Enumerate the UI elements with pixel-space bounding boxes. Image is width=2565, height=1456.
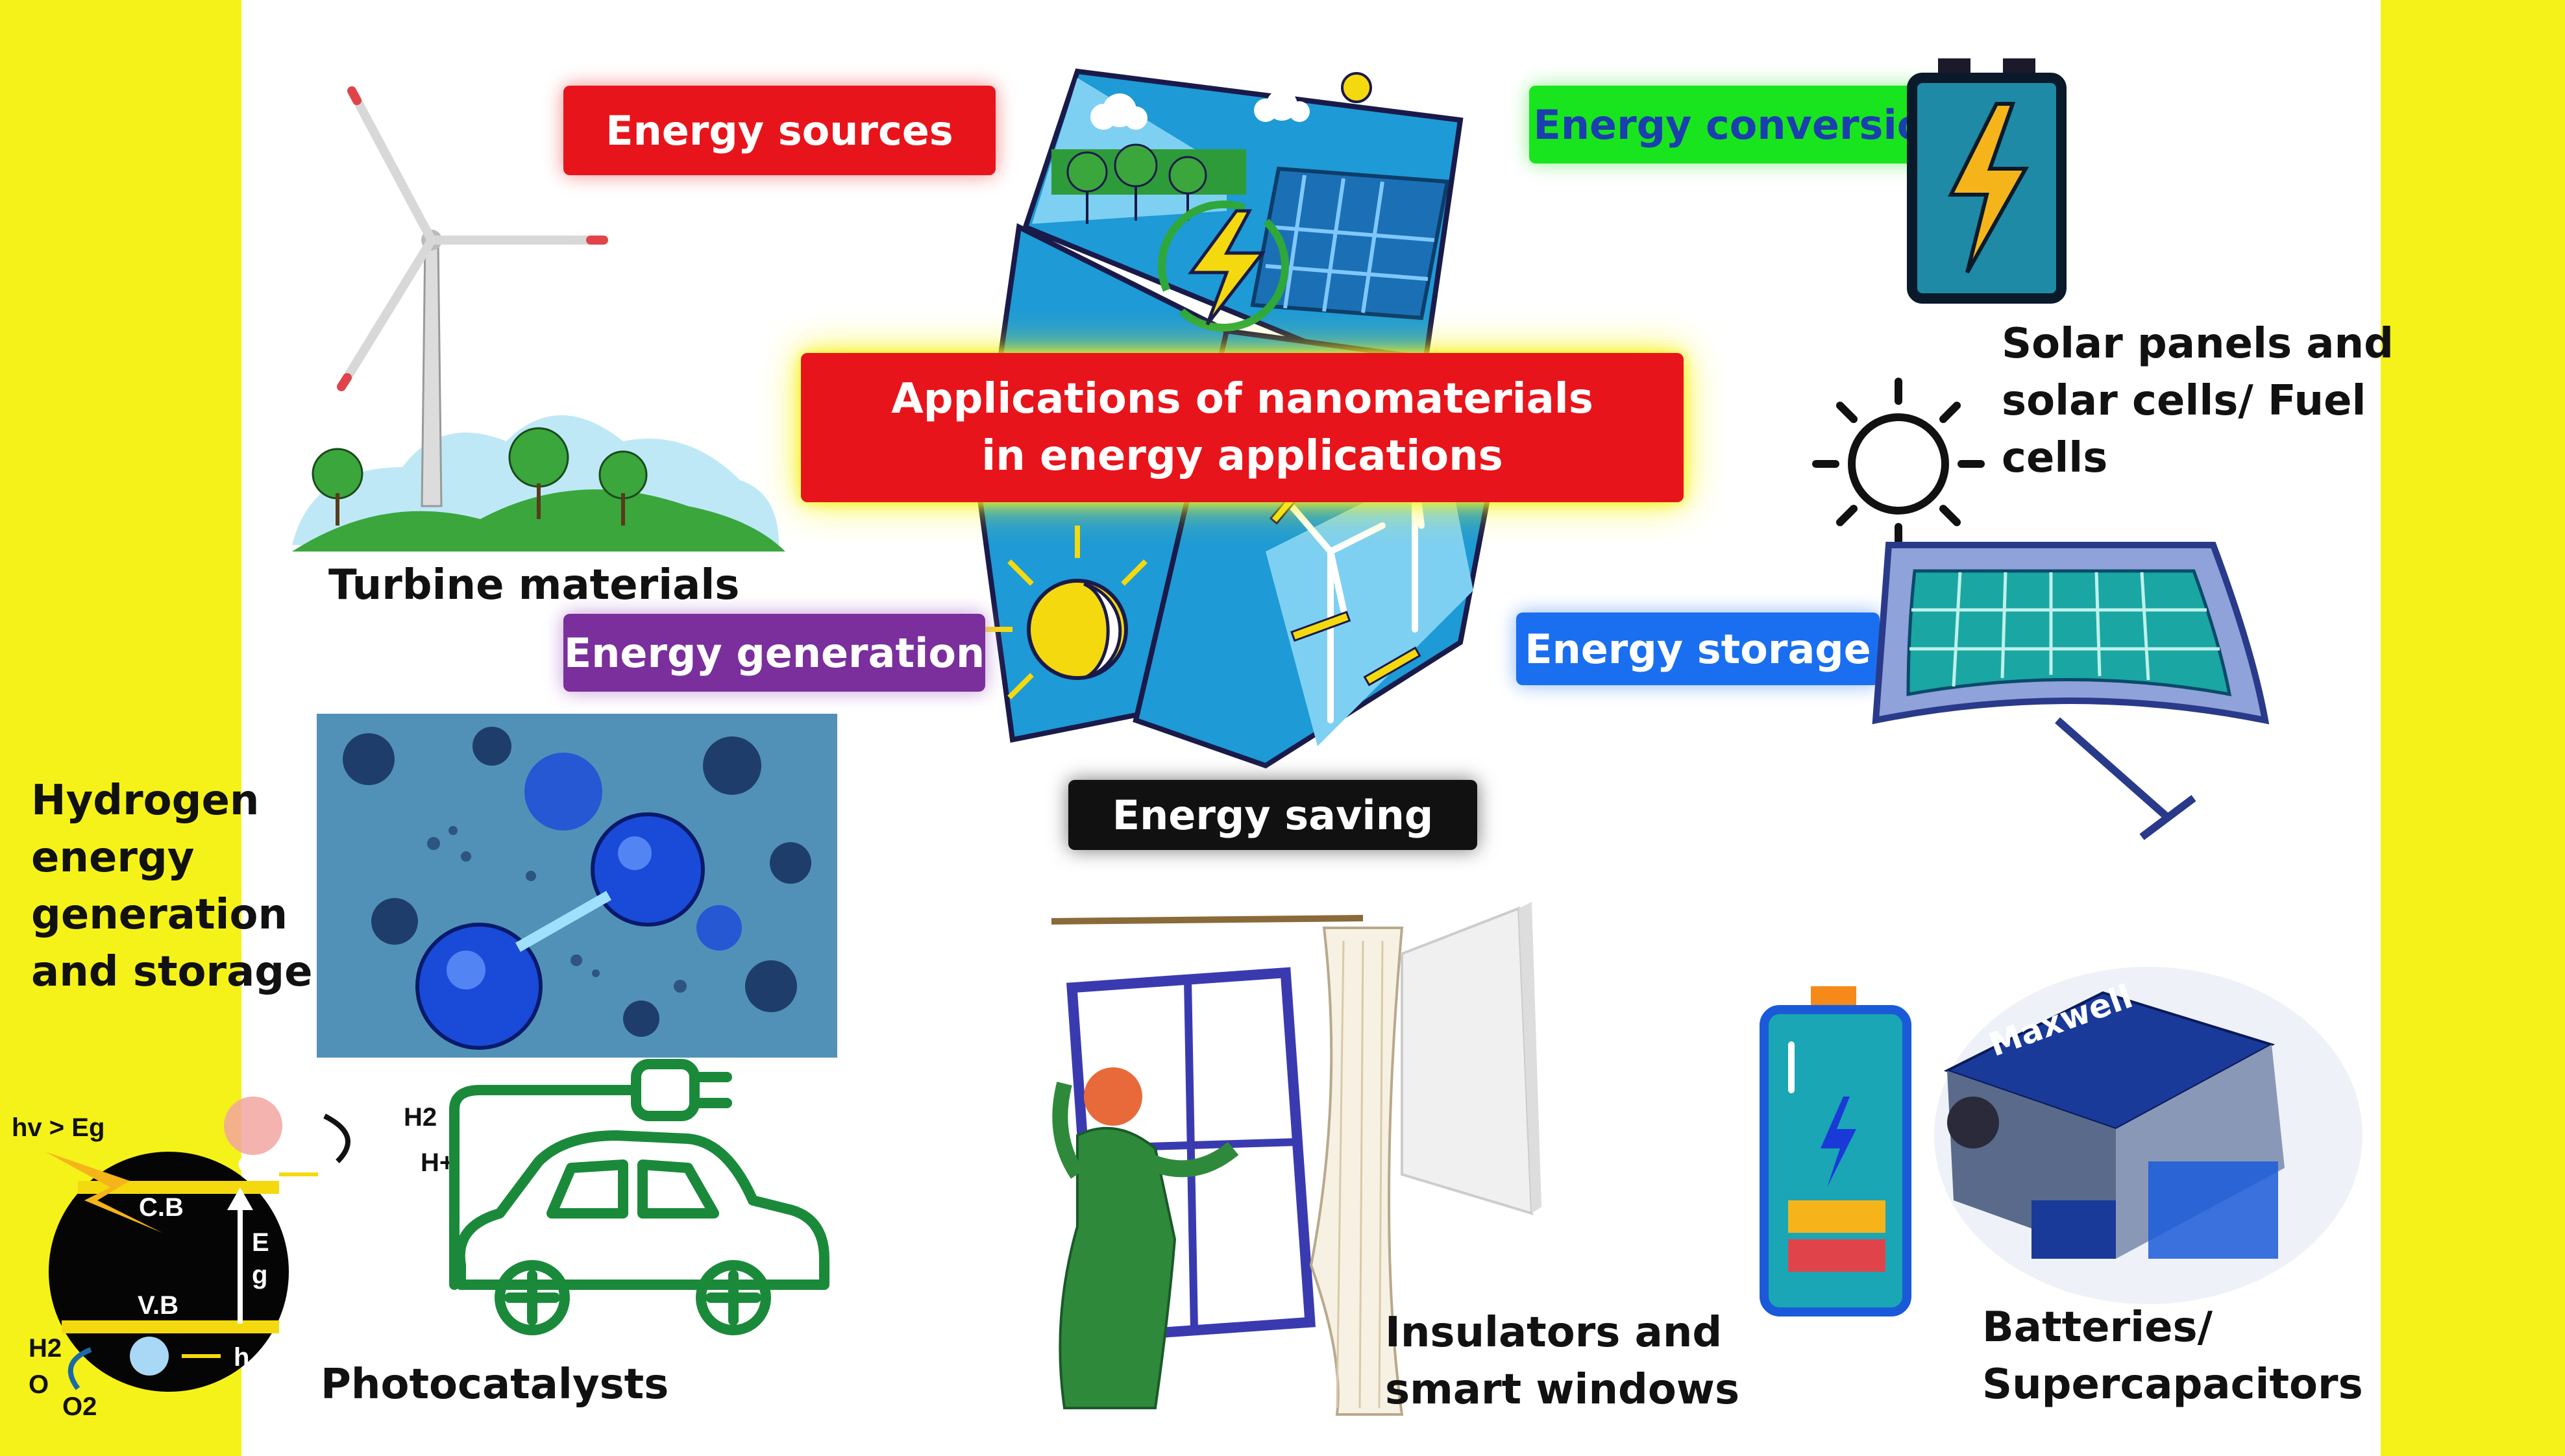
h2-top-label: H2: [404, 1103, 437, 1132]
supercapacitor-module-image: [1934, 967, 2362, 1304]
vb-label: V.B: [138, 1291, 179, 1320]
energy-conversion-badge: Energy conversion: [1529, 86, 1958, 164]
turbine-materials-label: Turbine materials: [328, 561, 740, 609]
insulators-label-line2: smart windows: [1385, 1366, 1740, 1414]
wind-turbine-illustration: [292, 86, 785, 552]
eg-label: E g: [252, 1228, 269, 1289]
cb-label: C.B: [139, 1193, 184, 1222]
e-label: e: [238, 1148, 252, 1177]
hydrogen-label-line4: and storage: [31, 948, 313, 996]
energy-generation-label: Energy generation: [563, 629, 985, 677]
hydrogen-label-line2: energy: [31, 834, 195, 882]
photocatalyst-diagram: [45, 1097, 350, 1392]
battery-charge-icon: [1760, 986, 1911, 1316]
hv-label: hv > Eg: [12, 1113, 105, 1142]
energy-conversion-label: Energy conversion: [1533, 101, 1954, 149]
energy-saving-label: Energy saving: [1112, 791, 1434, 839]
solar-panel-illustration: [1872, 542, 2270, 840]
h-plus-label: H+: [421, 1148, 455, 1177]
hydrogen-label-line1: Hydrogen: [31, 777, 260, 825]
energy-generation-badge: Energy generation: [563, 614, 985, 692]
battery-bolt-icon: [1907, 58, 2067, 304]
electric-car-icon: [449, 1059, 829, 1335]
solar-label-line2: solar cells/ Fuel: [2002, 377, 2366, 425]
energy-saving-badge: Energy saving: [1068, 780, 1477, 850]
energy-storage-badge: Energy storage: [1516, 613, 1880, 685]
energy-sources-badge: Energy sources: [563, 86, 996, 175]
h-label: h: [234, 1343, 250, 1372]
solar-label-line1: Solar panels and: [2002, 320, 2394, 368]
photocatalysts-label: Photocatalysts: [321, 1361, 669, 1409]
o2-label: O2: [62, 1392, 97, 1421]
central-title-badge: Applications of nanomaterials in energy …: [801, 353, 1684, 502]
sun-icon: [1812, 378, 1985, 550]
central-title-label: Applications of nanomaterials in energy …: [891, 375, 1593, 480]
right-yellow-band: [2381, 0, 2565, 1456]
energy-sources-label: Energy sources: [606, 106, 953, 154]
smart-window-illustration: [1051, 902, 1541, 1416]
h2o-label: H2 O: [29, 1334, 62, 1399]
batteries-label-line1: Batteries/: [1982, 1304, 2213, 1352]
energy-storage-label: Energy storage: [1525, 625, 1871, 673]
batteries-label-line2: Supercapacitors: [1982, 1361, 2363, 1409]
hydrogen-label-line3: generation: [31, 891, 288, 939]
insulators-label-line1: Insulators and: [1385, 1309, 1723, 1357]
nanoparticle-image: [317, 714, 837, 1058]
solar-label-line3: cells: [2002, 434, 2108, 482]
